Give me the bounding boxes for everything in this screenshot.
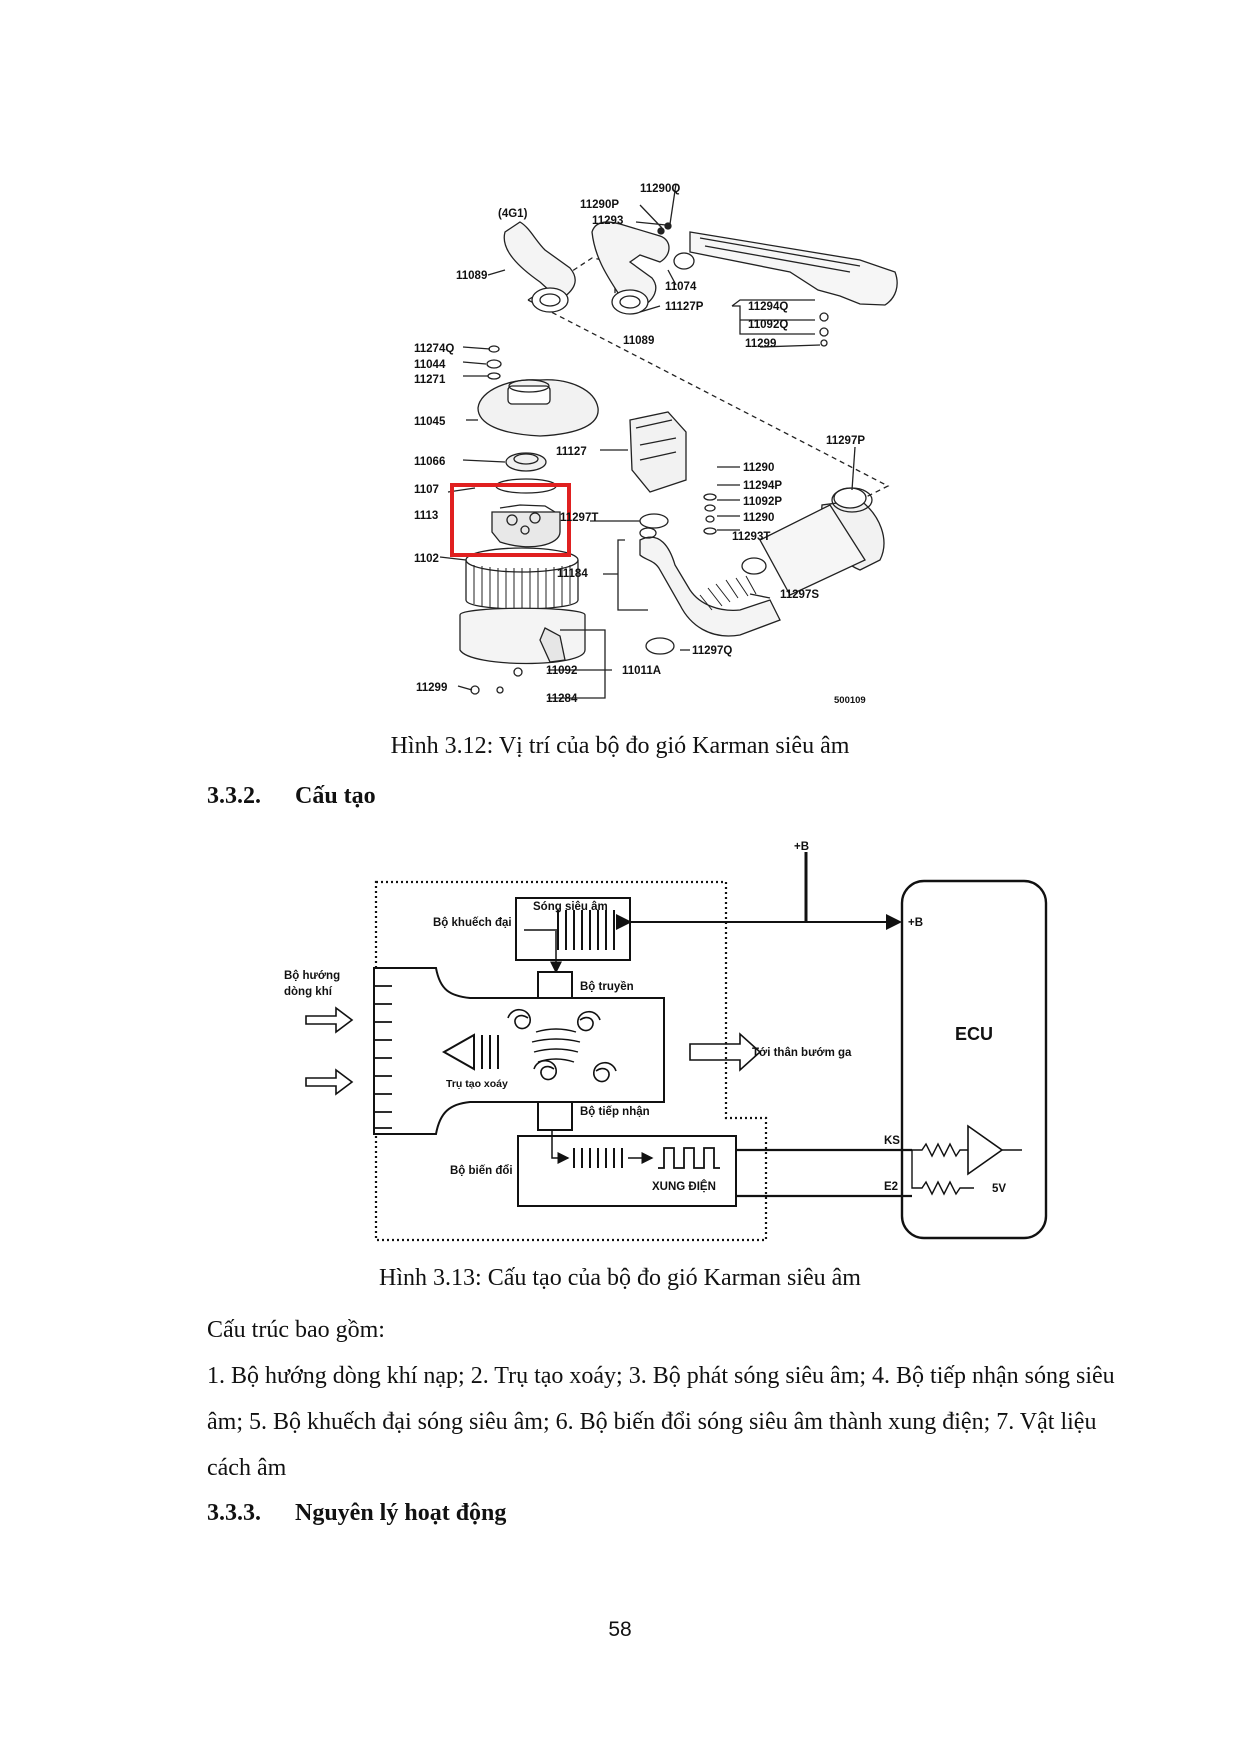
figure-caption-3-13: Hình 3.13: Cấu tạo của bộ đo gió Karman …: [379, 1265, 861, 1291]
part-label: 11297P: [826, 435, 865, 447]
part-label: 11290Q: [640, 183, 680, 195]
engine-label: (4G1): [498, 208, 528, 220]
part-label: 11274Q: [414, 343, 454, 355]
drawing-code: 500109: [834, 695, 866, 706]
exploded-parts-diagram: (4G1) 11290Q 11290P 11293 11089 11074 11…: [414, 183, 898, 706]
part-label: 11293T: [732, 531, 770, 543]
part-label: 11293: [592, 215, 623, 227]
part-label: 11271: [414, 374, 446, 386]
part-label: 11297Q: [692, 645, 732, 657]
part-label: 11297T: [560, 512, 598, 524]
amplifier-label: Bộ khuếch đại: [433, 917, 512, 929]
plus-b-ecu-label: +B: [908, 917, 923, 929]
ks-label: KS: [884, 1135, 900, 1147]
e2-label: E2: [884, 1181, 898, 1193]
part-label: 11184: [557, 568, 588, 580]
part-label: 11089: [456, 270, 487, 282]
part-label: 11089: [623, 335, 654, 347]
part-label: 11290: [743, 462, 774, 474]
flow-guide-label-2: dòng khí: [284, 986, 333, 998]
transmitter-label: Bộ truyền: [580, 981, 634, 993]
part-label: 11290P: [580, 199, 619, 211]
plus-b-top-label: +B: [794, 841, 809, 853]
figure-caption-3-12: Hình 3.12: Vị trí của bộ đo gió Karman s…: [390, 733, 850, 759]
converter-label: Bộ biến đổi: [450, 1165, 513, 1177]
part-label: 11092Q: [748, 319, 788, 331]
part-label: 11299: [416, 682, 447, 694]
flow-guide-label-1: Bộ hướng: [284, 970, 340, 982]
section-heading-structure: 3.3.2. Cấu tạo: [207, 783, 376, 810]
part-label: 11092P: [743, 496, 782, 508]
part-label: 11294Q: [748, 301, 788, 313]
section-title: Cấu tạo: [295, 783, 376, 809]
section-number: 3.3.2.: [207, 783, 261, 809]
page-number: 58: [608, 1618, 632, 1641]
part-label: 11011A: [622, 665, 661, 677]
pulse-label: XUNG ĐIỆN: [652, 1180, 716, 1193]
structure-intro: Cấu trúc bao gồm:: [207, 1317, 385, 1343]
part-label: 11284: [546, 693, 578, 705]
section-number: 3.3.3.: [207, 1500, 261, 1526]
part-label: 11290: [743, 512, 774, 524]
section-heading-principle: 3.3.3. Nguyên lý hoạt động: [207, 1500, 506, 1527]
to-throttle-label: Tới thân bướm ga: [752, 1047, 852, 1059]
part-label: 1107: [414, 484, 439, 496]
section-title: Nguyên lý hoạt động: [295, 1500, 507, 1526]
receiver-label: Bộ tiếp nhận: [580, 1106, 650, 1118]
sensor-highlight-box: [450, 483, 571, 557]
karman-sensor-diagram: +B +B Bộ khuếch đại Sóng siêu âm Bộ truy…: [284, 841, 1048, 1242]
part-label: 11066: [414, 456, 445, 468]
part-label: 11127P: [665, 301, 704, 313]
part-label: 11045: [414, 416, 446, 428]
part-label: 11299: [745, 338, 776, 350]
five-v-label: 5V: [992, 1183, 1006, 1195]
vortex-pillar-label: Trụ tạo xoáy: [446, 1078, 508, 1090]
structure-components-list: 1. Bộ hướng dòng khí nạp; 2. Trụ tạo xoá…: [207, 1363, 1115, 1481]
part-label: 11297S: [780, 589, 819, 601]
part-label: 11044: [414, 359, 446, 371]
part-label: 1113: [414, 510, 438, 522]
ecu-label: ECU: [955, 1024, 993, 1044]
part-label: 11294P: [743, 480, 782, 492]
part-label: 1102: [414, 553, 439, 565]
part-label: 11127: [556, 446, 587, 458]
part-label: 11074: [665, 281, 697, 293]
ultrasonic-wave-label: Sóng siêu âm: [533, 901, 608, 913]
part-label: 11092: [546, 665, 577, 677]
